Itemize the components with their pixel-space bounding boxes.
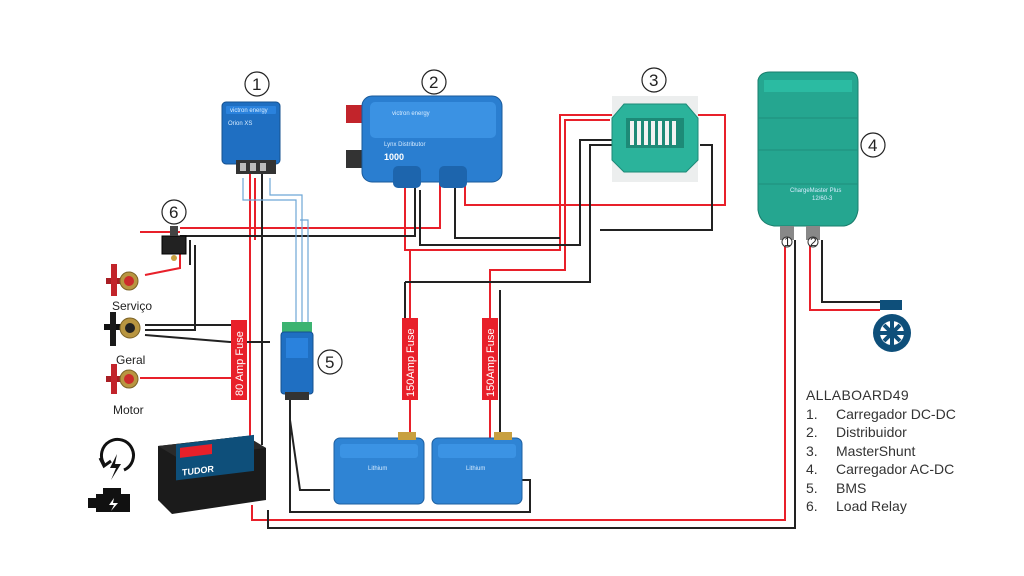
lynx-distributor[interactable]: victron energy Lynx Distributor 1000 (346, 95, 503, 188)
legend-item-label: BMS (836, 479, 867, 496)
charger-terminal-1 (781, 236, 793, 248)
engine-charging-icon (88, 437, 135, 512)
dist-model: Lynx Distributor (384, 142, 425, 148)
lithium-1-text: Lithium (368, 466, 387, 472)
fuse-150-b[interactable]: 150Amp Fuse (482, 318, 498, 400)
switch-servico[interactable] (106, 264, 139, 296)
marker-6-text: 6 (169, 203, 178, 222)
marker-5-text: 5 (325, 353, 334, 372)
charger-terminal-2-label: 2 (810, 235, 817, 249)
wires (140, 114, 880, 529)
bms[interactable] (280, 322, 314, 400)
legend-item-number: 4. (806, 461, 818, 477)
legend-item-number: 1. (806, 405, 818, 422)
dist-value: 1000 (384, 152, 404, 162)
dcdc-model: Orion XS (228, 121, 252, 127)
legend-item-label: MasterShunt (836, 442, 916, 459)
load-relay[interactable] (161, 226, 187, 261)
lithium-battery-1[interactable]: Lithium (333, 432, 425, 505)
mastershunt[interactable] (611, 96, 699, 182)
battery-brand: TUDOR (182, 464, 214, 478)
legend-item: 5. BMS (806, 479, 1016, 498)
legend-item-number: 5. (806, 479, 818, 496)
dcdc-brand: victron energy (230, 108, 268, 114)
negative-wires (144, 139, 880, 529)
legend-item: 6. Load Relay (806, 497, 1016, 516)
marker-1: 1 (244, 71, 270, 97)
shunt-terminals (630, 121, 676, 145)
lithium-battery-2[interactable]: Lithium (431, 432, 523, 505)
legend-item: 1. Carregador DC-DC (806, 405, 1016, 424)
dist-brand: victron energy (392, 111, 430, 117)
switch-servico-label: Serviço (112, 299, 152, 313)
marker-4-text: 4 (868, 136, 877, 155)
switch-geral-label: Geral (116, 353, 145, 367)
legend: ALLABOARD49 1. Carregador DC-DC 2. Distr… (806, 386, 1016, 516)
acdc-charger[interactable]: ChargeMaster Plus 12/60-3 1 2 (757, 71, 859, 249)
marker-3: 3 (641, 67, 667, 93)
charger-model: 12/60-3 (812, 196, 833, 202)
legend-item-label: Distribuidor (836, 424, 907, 440)
legend-item-label: Carregador AC-DC (836, 461, 955, 477)
legend-item-label: Carregador DC-DC (836, 405, 956, 422)
signal-wires (242, 178, 309, 330)
legend-item-label: Load Relay (836, 498, 907, 514)
fuse-80-label: 80 Amp Fuse (234, 331, 246, 396)
legend-title: ALLABOARD49 (806, 387, 909, 403)
charger-terminal-2 (807, 236, 819, 248)
switch-geral[interactable] (104, 312, 141, 346)
lithium-2-text: Lithium (466, 466, 485, 472)
shore-power-icon (873, 300, 911, 352)
marker-5: 5 (317, 349, 343, 375)
fuse-150-a-label: 150Amp Fuse (405, 329, 417, 397)
legend-item: 3. MasterShunt (806, 442, 1016, 461)
charger-brand: ChargeMaster Plus (790, 188, 841, 194)
positive-wires (140, 114, 880, 521)
marker-3-text: 3 (649, 71, 658, 90)
switch-motor[interactable] (106, 364, 139, 394)
marker-6: 6 (161, 199, 187, 225)
fuse-150-b-label: 150Amp Fuse (485, 329, 497, 397)
marker-1-text: 1 (252, 75, 261, 94)
legend-item-number: 3. (806, 442, 818, 459)
marker-4: 4 (860, 132, 886, 158)
charger-terminal-1-label: 1 (784, 235, 791, 249)
fuse-150-a[interactable]: 150Amp Fuse (402, 318, 418, 400)
fuse-80[interactable]: 80 Amp Fuse (231, 320, 247, 400)
dcdc-charger[interactable]: victron energy Orion XS (221, 101, 281, 174)
marker-2: 2 (421, 69, 447, 95)
switch-motor-label: Motor (113, 403, 144, 417)
legend-item-number: 6. (806, 498, 818, 514)
legend-item-number: 2. (806, 424, 818, 440)
legend-item: 4. Carregador AC-DC (806, 460, 1016, 479)
legend-item: 2. Distribuidor (806, 423, 1016, 442)
starter-battery[interactable]: TUDOR (158, 434, 266, 514)
marker-2-text: 2 (429, 73, 438, 92)
